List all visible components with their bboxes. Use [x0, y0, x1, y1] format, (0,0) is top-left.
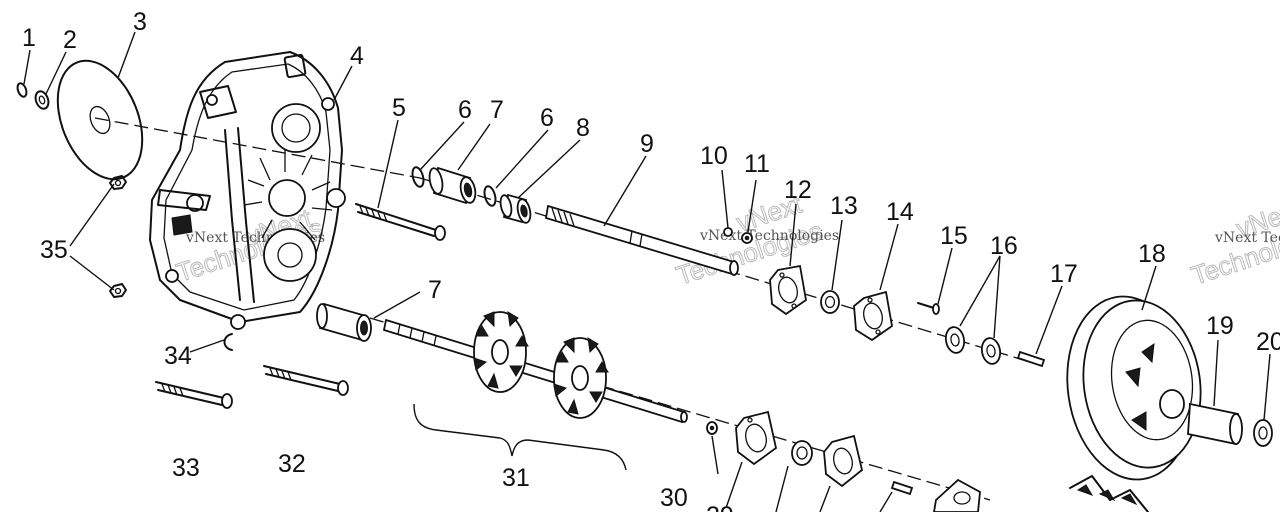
part-13-bearing	[820, 290, 840, 314]
part-17-pin	[1016, 350, 1046, 368]
part-35-nuts	[109, 175, 127, 298]
part-5-bolt	[355, 203, 446, 241]
part-20-washer	[1253, 419, 1273, 447]
drive-sprocket-right	[553, 337, 609, 419]
leader-lines	[23, 31, 1271, 512]
watermark-caption-right: vNext Technologies	[1214, 230, 1280, 246]
part-11-fitting	[741, 232, 753, 244]
label-3: 3	[133, 8, 147, 36]
part-14-flange	[853, 290, 893, 342]
lower-cap	[933, 478, 981, 512]
label-30: 30	[660, 484, 688, 512]
part-30-bolt	[706, 421, 718, 435]
label-15: 15	[940, 222, 968, 250]
part-9-shaft	[544, 204, 739, 276]
part-7-bearing-lower	[316, 302, 372, 342]
label-2: 2	[63, 26, 77, 54]
label-4: 4	[350, 42, 364, 70]
part-7-bearing-upper	[428, 166, 477, 205]
part-12-flange	[769, 264, 807, 316]
label-35: 35	[40, 236, 68, 264]
assembly-axes	[94, 117, 1041, 501]
watermark-caption-center: vNext Technologies	[699, 228, 839, 244]
upper-axis-left	[94, 117, 421, 179]
label-12: 12	[784, 176, 812, 204]
drive-sprocket-left	[473, 311, 529, 393]
label-10: 10	[700, 142, 728, 170]
part-31-bracket	[413, 403, 627, 471]
part-10-fitting	[723, 227, 733, 237]
label-31: 31	[502, 464, 530, 492]
part-16-washer-left	[944, 326, 966, 354]
part-6-o-ring-right	[483, 185, 497, 207]
label-18: 18	[1138, 240, 1166, 268]
lower-flange-right	[823, 434, 864, 488]
label-16: 16	[990, 232, 1018, 260]
part-3-disc	[56, 59, 144, 181]
part-31-drive-shaft	[382, 311, 688, 424]
label-32: 32	[278, 450, 306, 478]
label-11: 11	[744, 150, 770, 178]
label-7b: 7	[428, 276, 442, 304]
label-6b: 6	[540, 104, 554, 132]
label-19: 19	[1206, 312, 1234, 340]
lower-pin	[890, 480, 914, 496]
label-1: 1	[22, 24, 36, 52]
label-29: 29	[706, 502, 734, 512]
label-34: 34	[164, 342, 192, 370]
part-numbers: 1 2 3 4 5 6 7 6 8 9 10 11 12 13 14 15 16…	[22, 8, 1280, 512]
label-17: 17	[1050, 260, 1078, 288]
label-6a: 6	[458, 96, 472, 124]
lower-bearing	[791, 440, 813, 466]
part-1-clip	[16, 82, 28, 98]
part-6-o-ring-left	[411, 166, 425, 188]
label-13: 13	[830, 192, 858, 220]
part-2-washer	[34, 90, 50, 110]
part-33-bolt	[155, 381, 233, 409]
label-20: 20	[1256, 328, 1280, 356]
part-15-screw	[917, 302, 940, 315]
part-32-bolt	[263, 365, 349, 396]
part-29-flange	[735, 410, 778, 466]
label-14: 14	[886, 198, 914, 226]
part-34-clip	[223, 333, 233, 351]
part-4-gearcase-housing	[149, 51, 346, 330]
part-19-spacer	[1187, 402, 1243, 446]
label-5: 5	[392, 94, 406, 122]
part-18-sprocket	[1066, 295, 1202, 512]
label-7a: 7	[490, 96, 504, 124]
label-8: 8	[576, 114, 590, 142]
label-9: 9	[640, 130, 654, 158]
label-33: 33	[172, 454, 200, 482]
part-8-bushing	[499, 193, 532, 224]
part-16-washer-right	[980, 337, 1002, 365]
